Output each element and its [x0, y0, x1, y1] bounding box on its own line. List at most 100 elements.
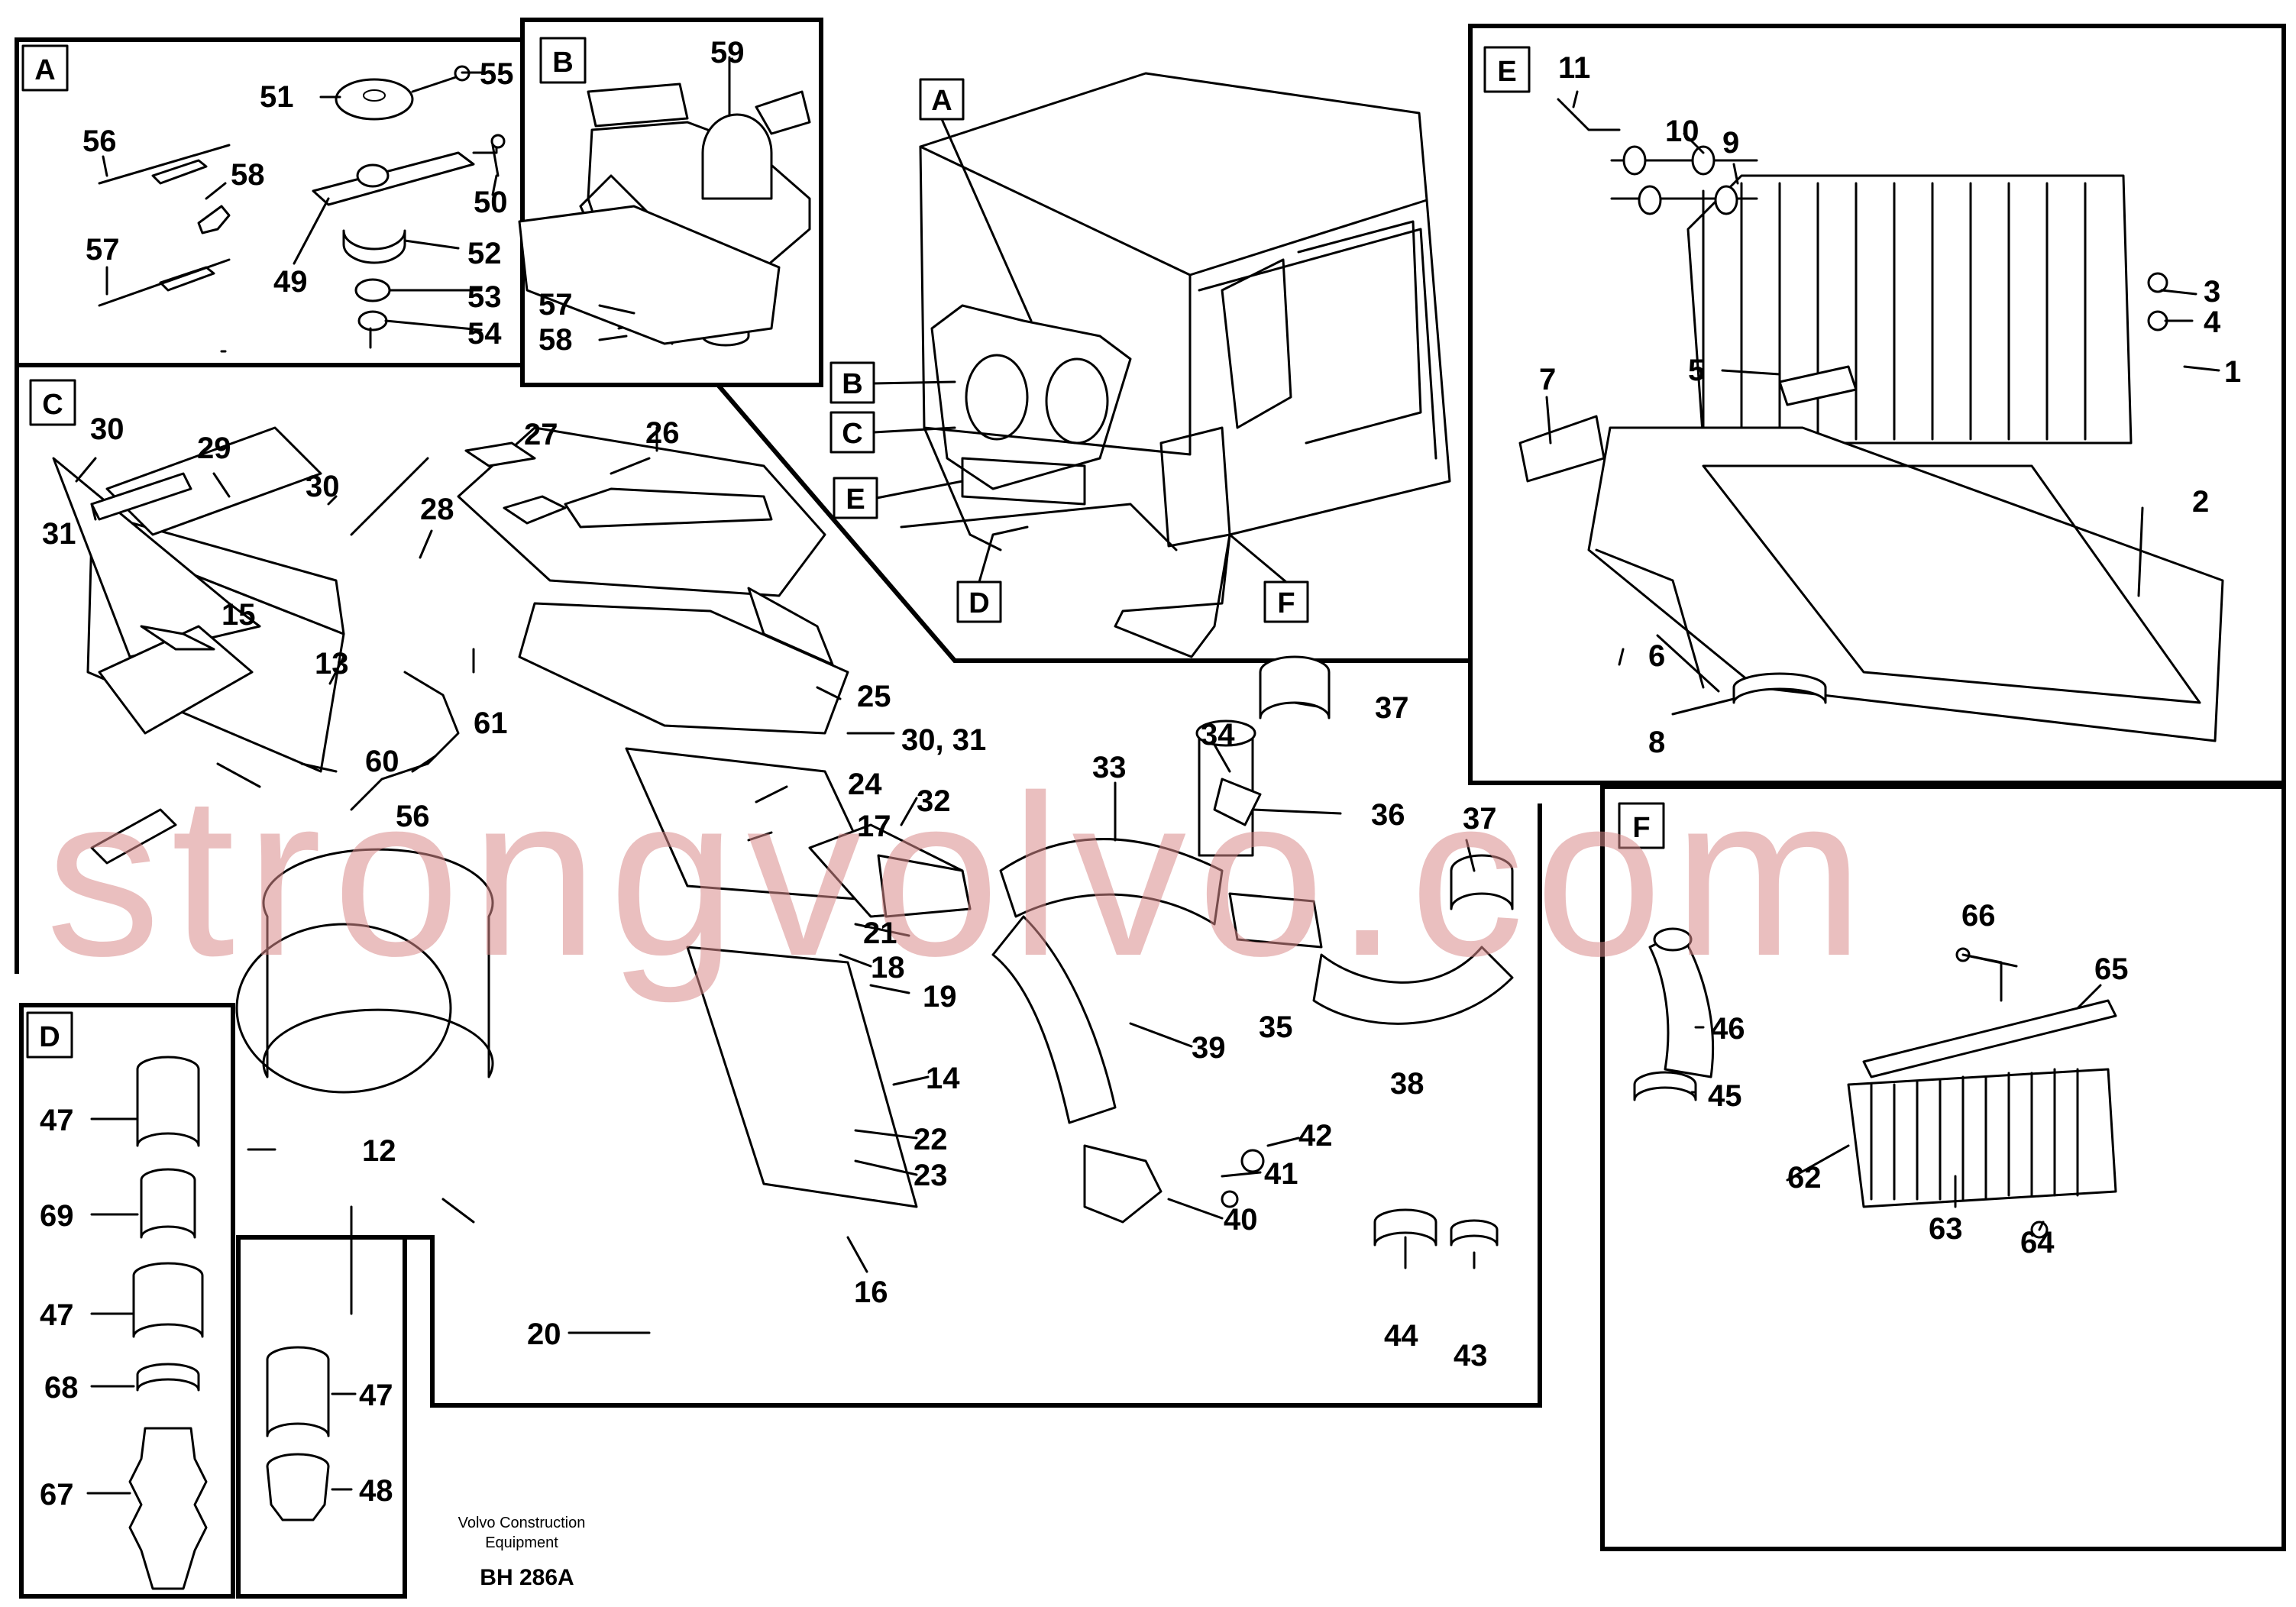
label-35: 35 — [1259, 1010, 1293, 1044]
label-31: 31 — [42, 517, 76, 551]
label-13: 13 — [315, 647, 349, 681]
cab-tag-a: A — [931, 85, 952, 117]
label-47-a: 47 — [40, 1104, 74, 1137]
label-3: 3 — [2204, 275, 2220, 309]
label-1: 1 — [2224, 355, 2241, 389]
tag-a: A — [34, 54, 55, 86]
tag-d: D — [39, 1021, 60, 1053]
section-tags: A B C D E F A B C E D F — [21, 37, 1665, 1059]
cab-tag-box-b — [829, 361, 875, 404]
label-42: 42 — [1298, 1119, 1333, 1153]
label-52: 52 — [467, 237, 502, 270]
credit-line-1: Volvo Construction — [458, 1515, 586, 1531]
frame-e — [1468, 24, 2286, 785]
detail-e-drawing — [1518, 98, 2224, 742]
cab-overview-drawing — [872, 72, 1451, 658]
label-57-b: 57 — [538, 288, 573, 322]
label-54: 54 — [467, 317, 502, 351]
label-62: 62 — [1787, 1161, 1822, 1195]
label-30-b: 30 — [306, 470, 340, 503]
label-7: 7 — [1539, 363, 1556, 396]
tag-box-c — [29, 379, 76, 426]
section-frames — [15, 18, 2286, 1599]
hose-drawings — [808, 655, 1514, 1246]
cab-tag-d: D — [969, 587, 989, 619]
label-57-a: 57 — [86, 233, 120, 267]
label-23: 23 — [914, 1159, 948, 1192]
label-20: 20 — [527, 1318, 561, 1351]
label-24: 24 — [848, 768, 882, 801]
label-59: 59 — [710, 36, 745, 70]
label-4: 4 — [2204, 306, 2221, 339]
label-6: 6 — [1648, 639, 1665, 673]
label-21: 21 — [863, 917, 897, 950]
frame-f — [1600, 784, 2286, 1551]
label-53: 53 — [467, 280, 502, 314]
label-63: 63 — [1929, 1212, 1963, 1246]
label-43: 43 — [1454, 1339, 1488, 1373]
label-69: 69 — [40, 1199, 74, 1233]
label-34: 34 — [1201, 718, 1235, 752]
label-40: 40 — [1224, 1203, 1258, 1237]
label-46: 46 — [1711, 1012, 1745, 1046]
label-37-b: 37 — [1463, 802, 1497, 836]
label-60: 60 — [365, 745, 399, 778]
watermark: strongvolvo.com — [46, 747, 1874, 1005]
label-17: 17 — [857, 810, 891, 843]
tag-box-a — [21, 44, 69, 92]
label-18: 18 — [871, 951, 905, 985]
tag-box-b — [539, 37, 587, 84]
detail-f-drawing — [1633, 927, 2117, 1239]
detail-a-drawing — [98, 65, 506, 349]
label-22: 22 — [914, 1123, 948, 1156]
label-36: 36 — [1371, 798, 1405, 832]
label-39: 39 — [1192, 1031, 1226, 1065]
tag-box-e — [1483, 46, 1531, 93]
credit-line-2: Equipment — [485, 1534, 558, 1551]
label-26: 26 — [645, 416, 680, 450]
drawing-code: BH 286A — [480, 1565, 574, 1590]
label-64: 64 — [2020, 1226, 2055, 1259]
label-14: 14 — [926, 1062, 960, 1095]
tag-box-f — [1618, 802, 1665, 849]
label-51: 51 — [260, 80, 294, 114]
label-47-b: 47 — [40, 1298, 74, 1332]
leader-lines — [75, 56, 2220, 1495]
detail-c-drawing — [52, 205, 918, 1315]
label-9: 9 — [1722, 126, 1739, 160]
label-15: 15 — [222, 598, 256, 632]
label-32: 32 — [917, 784, 951, 818]
label-66: 66 — [1961, 899, 1996, 933]
tag-box-d — [26, 1011, 73, 1059]
frame-d2 — [236, 1235, 407, 1599]
label-19: 19 — [923, 980, 957, 1014]
tag-b: B — [552, 47, 573, 79]
label-49: 49 — [273, 265, 308, 299]
cab-tag-box-f — [1263, 580, 1309, 623]
label-8: 8 — [1648, 726, 1665, 759]
label-58-b: 58 — [538, 323, 573, 357]
label-25: 25 — [857, 680, 891, 713]
label-12: 12 — [362, 1134, 396, 1168]
label-58-a: 58 — [231, 158, 265, 192]
cab-tag-b: B — [842, 368, 862, 400]
label-65: 65 — [2094, 952, 2129, 986]
label-56-b: 56 — [396, 800, 430, 833]
cab-tag-box-d — [956, 580, 1002, 623]
label-2: 2 — [2192, 485, 2209, 519]
tag-e: E — [1497, 56, 1516, 88]
label-61: 61 — [474, 706, 508, 740]
label-44: 44 — [1384, 1319, 1418, 1353]
cab-tag-box-a — [919, 78, 965, 121]
label-37-a: 37 — [1375, 691, 1409, 725]
frame-d — [19, 1003, 235, 1599]
label-38: 38 — [1390, 1067, 1424, 1101]
tag-c: C — [42, 389, 63, 421]
label-27: 27 — [524, 418, 558, 451]
label-50: 50 — [474, 186, 508, 219]
label-11: 11 — [1558, 51, 1590, 85]
label-28: 28 — [420, 493, 454, 526]
cab-tag-e: E — [846, 483, 865, 516]
label-33: 33 — [1092, 751, 1127, 784]
